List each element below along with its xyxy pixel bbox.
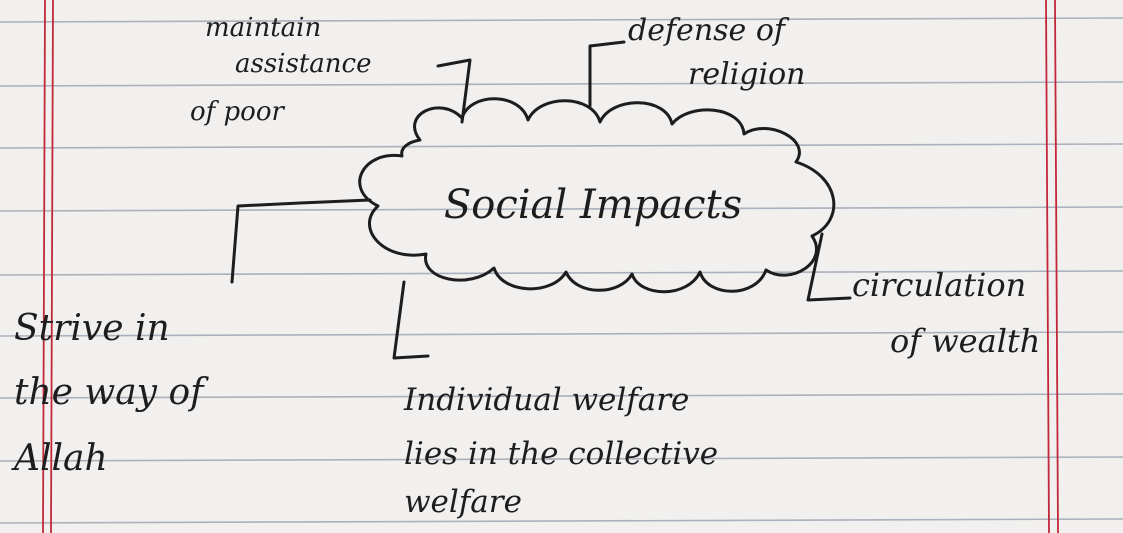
left-margin-line [50, 0, 54, 533]
left-margin-line [42, 0, 46, 533]
branch-assistance-line-2: assistance [235, 49, 372, 79]
branch-individual: Individual welfare lies in the collectiv… [403, 382, 718, 520]
right-margin-line [1054, 0, 1059, 533]
connector-defense [588, 40, 626, 108]
connector-strive [230, 198, 372, 284]
branch-individual-line-1: Individual welfare [403, 382, 689, 418]
branch-assistance-line-3: of poor [190, 97, 285, 127]
branch-individual-line-3: welfare [404, 484, 522, 520]
rule-line [0, 331, 1123, 337]
branch-circulation-line-1: circulation [852, 266, 1026, 304]
rule-line [0, 81, 1123, 87]
right-margin-line [1045, 0, 1050, 533]
central-topic-label: Social Impacts [444, 182, 742, 228]
branch-strive-line-3: Allah [11, 438, 108, 479]
rule-line [0, 393, 1123, 399]
rule-line [0, 518, 1123, 524]
rule-line [0, 17, 1123, 23]
margin-lines [42, 0, 1059, 533]
rule-line [0, 143, 1123, 149]
connectors [230, 40, 852, 360]
rule-line [0, 270, 1123, 276]
branch-strive-line-2: the way of [14, 372, 209, 413]
branch-defense-line-1: defense of [628, 13, 790, 48]
branch-defense: defense of religion [628, 13, 805, 92]
branch-strive: Strive in the way of Allah [11, 308, 209, 479]
connector-circulation [806, 232, 852, 302]
branch-assistance-line-1: maintain [205, 13, 321, 43]
branch-individual-line-2: lies in the collective [404, 436, 718, 472]
ruled-lines [0, 17, 1123, 524]
branch-circulation: circulation of wealth [852, 266, 1040, 360]
branch-defense-line-2: religion [688, 57, 805, 92]
central-cloud-shape [358, 97, 836, 294]
rule-line [0, 206, 1123, 212]
rule-line [0, 456, 1123, 462]
branch-assistance: maintain assistance of poor [190, 13, 372, 127]
branch-strive-line-1: Strive in [14, 308, 170, 349]
branch-circulation-line-2: of wealth [890, 322, 1040, 360]
connector-assistance [436, 58, 472, 124]
connector-individual [392, 280, 430, 360]
